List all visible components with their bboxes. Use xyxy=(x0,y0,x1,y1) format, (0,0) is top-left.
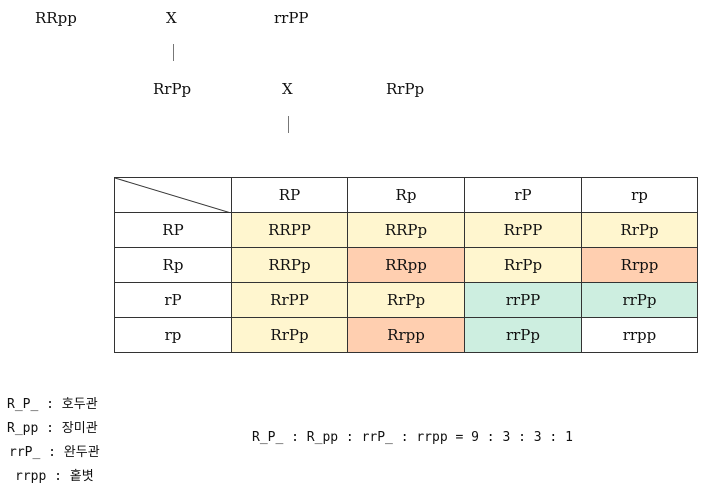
phenotype-ratio: R_P_ : R_pp : rrP_ : rrpp = 9 : 3 : 3 : … xyxy=(252,430,573,445)
col-header: Rp xyxy=(347,177,465,213)
row-header: RP xyxy=(114,212,232,248)
genotype-cell: RrPp xyxy=(347,282,465,318)
col-header: RP xyxy=(231,177,348,213)
table-row: rP RrPP RrPp rrPP rrPp xyxy=(114,282,698,318)
corner-cell xyxy=(114,177,232,213)
header-row: RP Rp rP rp xyxy=(114,177,698,213)
genotype-cell: rrPp xyxy=(581,282,698,318)
parent1-genotype: RRpp xyxy=(35,9,77,27)
f1-right-genotype: RrPp xyxy=(386,80,425,98)
genotype-cell: RrPp xyxy=(464,247,582,283)
genotype-cell: rrPp xyxy=(464,317,582,353)
punnett-square: RP Rp rP rp RP RRPP RRPp RrPP RrPp Rp RR… xyxy=(114,177,698,353)
genotype-cell: Rrpp xyxy=(347,317,465,353)
col-header: rp xyxy=(581,177,698,213)
genotype-cell: RRPp xyxy=(347,212,465,248)
connector-line-2 xyxy=(288,116,289,133)
genotype-cell: RrPp xyxy=(581,212,698,248)
genotype-cell: RRPP xyxy=(231,212,348,248)
table-row: Rp RRPp RRpp RrPp Rrpp xyxy=(114,247,698,283)
col-header: rP xyxy=(464,177,582,213)
table-row: rp RrPp Rrpp rrPp rrpp xyxy=(114,317,698,353)
cross-symbol-1: X xyxy=(166,9,177,27)
legend-single: rrpp : 홑볏 xyxy=(15,469,94,484)
connector-line-1 xyxy=(173,44,174,61)
genotype-cell: RRPp xyxy=(231,247,348,283)
row-header: rp xyxy=(114,317,232,353)
genotype-cell: Rrpp xyxy=(581,247,698,283)
table-row: RP RRPP RRPp RrPP RrPp xyxy=(114,212,698,248)
genotype-cell: RrPP xyxy=(464,212,582,248)
legend-walnut: R_P_ : 호두관 xyxy=(7,397,98,412)
genotype-cell: rrPP xyxy=(464,282,582,318)
f1-left-genotype: RrPp xyxy=(153,80,192,98)
row-header: rP xyxy=(114,282,232,318)
genotype-cell: RrPp xyxy=(231,317,348,353)
row-header: Rp xyxy=(114,247,232,283)
corner-diagonal xyxy=(115,178,231,213)
legend-pea: rrP_ : 완두관 xyxy=(9,445,100,460)
cross-symbol-2: X xyxy=(282,80,293,98)
parent2-genotype: rrPP xyxy=(274,9,309,27)
legend-rose: R_pp : 장미관 xyxy=(7,421,98,436)
genotype-cell: RrPP xyxy=(231,282,348,318)
genotype-cell: RRpp xyxy=(347,247,465,283)
genotype-cell: rrpp xyxy=(581,317,698,353)
